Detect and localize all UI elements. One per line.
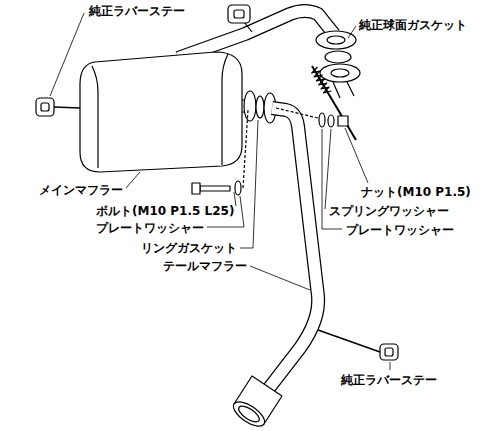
leader-line bbox=[250, 266, 310, 290]
muffler-edge bbox=[222, 54, 228, 165]
nut bbox=[338, 116, 348, 126]
rubber-stay bbox=[36, 98, 54, 116]
flange bbox=[244, 91, 256, 121]
leader-line bbox=[240, 120, 258, 248]
part-label: ボルト(M10 P1.5 L25) bbox=[95, 203, 235, 219]
assembly-line bbox=[243, 110, 248, 188]
part-label: プレートワッシャー bbox=[345, 222, 455, 238]
plate-washer bbox=[235, 181, 241, 195]
assembly-line bbox=[276, 108, 318, 118]
plate-washer bbox=[319, 113, 325, 127]
flange-hole bbox=[327, 36, 345, 44]
leader-line bbox=[50, 13, 84, 96]
ring-gasket bbox=[256, 96, 264, 118]
spherical-gasket bbox=[325, 51, 351, 63]
rubber-stay-hole bbox=[385, 348, 393, 356]
leader-line bbox=[348, 26, 356, 38]
car-pipe bbox=[333, 82, 354, 98]
part-label: ナット(M10 P1.5) bbox=[360, 184, 472, 200]
front-pipe-fill bbox=[178, 11, 334, 58]
part-label: プレートワッシャー bbox=[95, 220, 205, 236]
front-pipe bbox=[178, 11, 334, 58]
flange bbox=[320, 64, 360, 82]
leader-line bbox=[345, 128, 368, 183]
rubber-stay-hole bbox=[41, 103, 49, 111]
bolt-head bbox=[192, 183, 200, 194]
tail-tip-hole bbox=[236, 403, 261, 425]
muffler-edge bbox=[92, 66, 98, 168]
rubber-stay bbox=[228, 5, 250, 23]
part-label: 純正ラバーステー bbox=[340, 372, 438, 388]
spring-bolt bbox=[312, 66, 356, 140]
main-muffler bbox=[80, 52, 242, 172]
part-label: メインマフラー bbox=[38, 182, 124, 198]
part-label: テールマフラー bbox=[162, 258, 248, 274]
tail-tip-end bbox=[230, 397, 269, 430]
leader-line bbox=[390, 362, 391, 370]
leader-line bbox=[126, 172, 140, 188]
spring-washer bbox=[328, 115, 334, 127]
part-label: スプリングワッシャー bbox=[328, 203, 450, 219]
flange-hole bbox=[331, 69, 349, 77]
bolt-shank bbox=[200, 186, 230, 191]
bolt-spring bbox=[312, 67, 332, 93]
hanger-rod bbox=[318, 330, 380, 352]
flange bbox=[316, 31, 356, 49]
tail-pipe-fill bbox=[266, 108, 318, 392]
part-label: リングガスケット bbox=[140, 240, 238, 256]
rubber-stay-hole bbox=[234, 10, 244, 18]
leader-line bbox=[325, 129, 331, 209]
rubber-stay bbox=[380, 344, 398, 360]
part-label: 純正球面ガスケット bbox=[358, 17, 468, 33]
hanger-rod bbox=[54, 107, 80, 108]
part-label: 純正ラバーステー bbox=[88, 3, 186, 19]
tail-pipe bbox=[266, 108, 318, 392]
